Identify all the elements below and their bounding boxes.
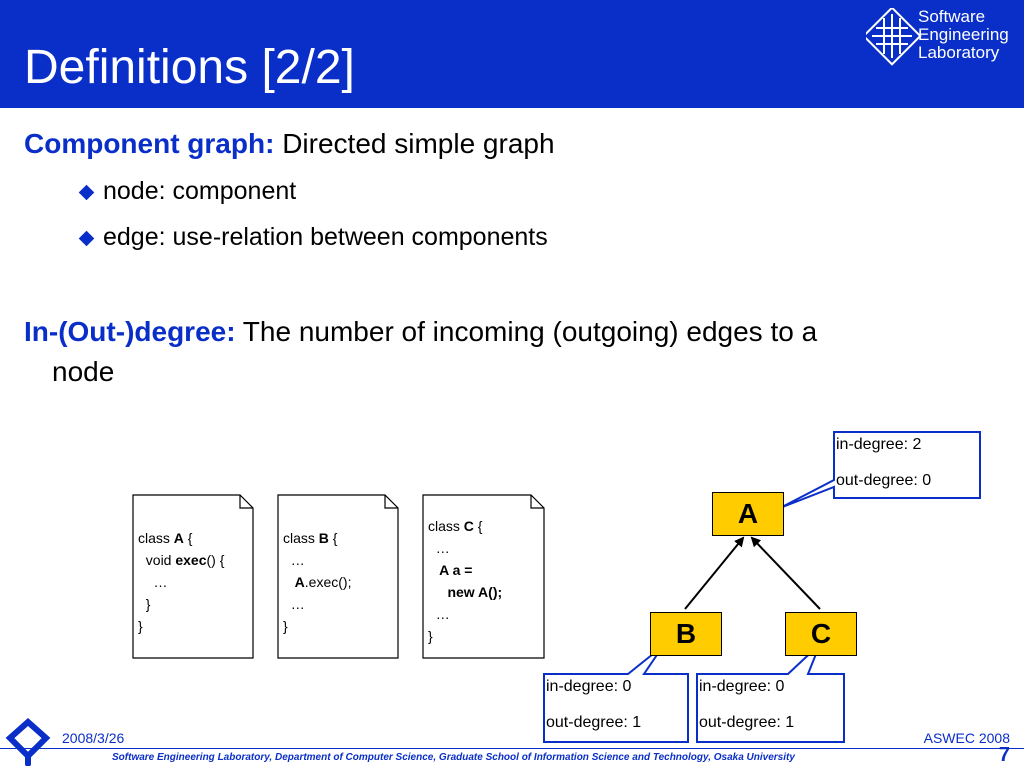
document-c-fold (530, 495, 544, 509)
callout-b-out-degree: out-degree: 1 (546, 714, 642, 731)
document-b-shape (277, 494, 399, 659)
bullet-node: node: component (103, 177, 297, 205)
graph-node-a: A (712, 492, 784, 536)
callout-a-shape (779, 431, 981, 509)
page-number: 7 (998, 744, 1010, 766)
logo-line: Engineering (918, 25, 1009, 44)
slide-title: Definitions [2/2] (24, 41, 355, 94)
footer-date: 2008/3/26 (62, 730, 125, 746)
footer-conference: ASWEC 2008 (923, 730, 1010, 746)
degree-term: In-(Out-)degree: (24, 316, 236, 347)
lab-logo-text: Software Engineering Laboratory (918, 8, 1009, 62)
graph-node-c: C (785, 612, 857, 656)
logo-line: Laboratory (918, 43, 1000, 62)
component-graph-text: Directed simple graph (274, 128, 555, 159)
footer-affiliation: Software Engineering Laboratory, Departm… (112, 752, 795, 763)
logo-line: Software (918, 7, 986, 26)
code-class-c: class C { … A a = new A(); … } (428, 518, 503, 644)
callout-a-out-degree: out-degree: 0 (836, 472, 932, 489)
graph-node-b: B (650, 612, 722, 656)
callout-c-in-degree: in-degree: 0 (699, 678, 785, 695)
code-class-b: class B { … A.exec(); … } (283, 530, 352, 634)
callout-b-in-degree: in-degree: 0 (546, 678, 632, 695)
callout-b-shape (543, 645, 689, 743)
callout-c-shape (696, 643, 845, 743)
callout-c-out-degree: out-degree: 1 (699, 714, 795, 731)
degree-definition: In-(Out-)degree: The number of incoming … (24, 316, 817, 348)
document-c-shape (422, 494, 545, 659)
component-graph-term: Component graph: (24, 128, 275, 159)
document-a-fold (239, 495, 253, 509)
degree-text-continued: node (52, 356, 115, 387)
footer-divider (0, 748, 1024, 749)
edge-b-to-a (684, 536, 745, 610)
document-b-fold (384, 495, 398, 509)
degree-text: The number of incoming (outgoing) edges … (235, 316, 818, 347)
edge-c-to-a (750, 536, 821, 610)
document-a-shape (132, 494, 254, 659)
code-class-a: class A { void exec() { … } } (138, 530, 225, 634)
bullet-edge: edge: use-relation between components (103, 223, 548, 251)
lab-logo-icon (866, 8, 922, 66)
component-graph-definition: Component graph: Directed simple graph (24, 128, 555, 160)
university-logo-icon (5, 717, 51, 766)
title-bar (0, 0, 1024, 108)
callout-a-in-degree: in-degree: 2 (836, 436, 922, 453)
